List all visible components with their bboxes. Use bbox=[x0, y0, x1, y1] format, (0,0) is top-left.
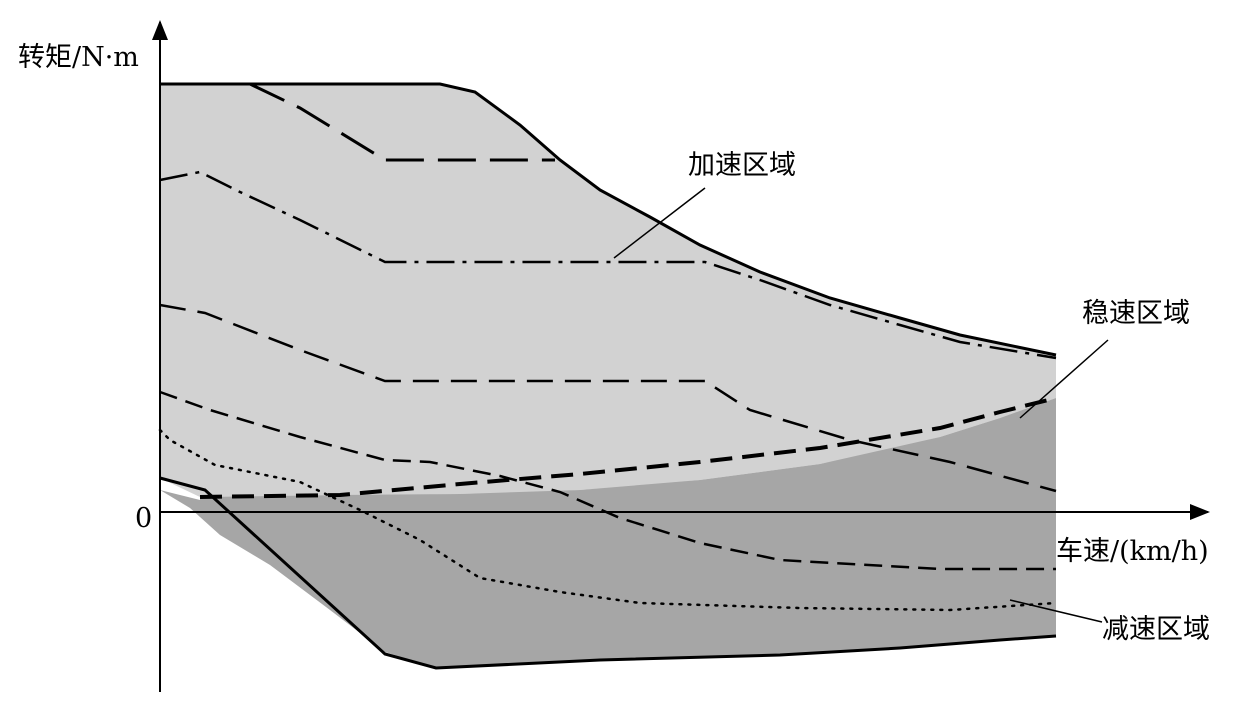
short-dash-curve bbox=[159, 390, 1056, 571]
zero-label: 0 bbox=[135, 503, 152, 534]
steady-region-label: 稳速区域 bbox=[1082, 298, 1190, 329]
steady-leader-line bbox=[1019, 339, 1109, 419]
acceleration-leader-line bbox=[613, 187, 706, 259]
dotted-curve bbox=[158, 428, 1058, 612]
acceleration-region-label: 加速区域 bbox=[688, 150, 796, 181]
dash-dot-curve bbox=[159, 170, 1057, 360]
max-braking-boundary bbox=[159, 476, 1057, 670]
steady-region bbox=[200, 398, 1056, 512]
deceleration-region bbox=[160, 490, 1056, 668]
x-axis-label: 车速/(km/h) bbox=[1056, 536, 1209, 567]
long-dash-curve bbox=[249, 82, 555, 162]
deceleration-region-label: 减速区域 bbox=[1102, 614, 1210, 645]
road-resistance-curve bbox=[199, 396, 1057, 499]
medium-dash-curve bbox=[159, 303, 1057, 493]
y-axis-label: 转矩/N·m bbox=[18, 42, 139, 73]
max-torque-boundary bbox=[160, 82, 1057, 357]
deceleration-leader-line bbox=[1009, 599, 1103, 623]
acceleration-region bbox=[160, 84, 1056, 497]
